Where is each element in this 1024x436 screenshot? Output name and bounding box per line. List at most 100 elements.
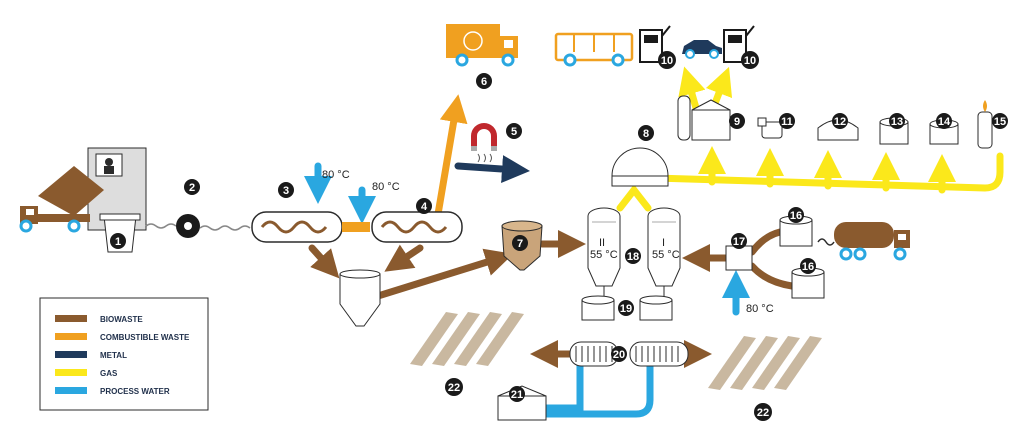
legend-item-process-water: PROCESS WATER bbox=[55, 387, 170, 396]
svg-text:18: 18 bbox=[627, 251, 639, 263]
digester-ii bbox=[587, 207, 621, 287]
badge-22-right: 22 bbox=[754, 403, 772, 421]
svg-text:22: 22 bbox=[757, 407, 769, 419]
svg-text:2: 2 bbox=[189, 182, 195, 194]
svg-text:10: 10 bbox=[661, 55, 673, 67]
gas-engine bbox=[757, 117, 783, 139]
process-water-lines bbox=[304, 162, 750, 418]
temp-label-3: 80 °C bbox=[746, 303, 774, 315]
svg-text:9: 9 bbox=[734, 116, 740, 128]
legend: BIOWASTE COMBUSTIBLE WASTE METAL GAS PRO… bbox=[39, 297, 209, 411]
svg-text:17: 17 bbox=[733, 236, 745, 248]
svg-text:METAL: METAL bbox=[100, 351, 127, 360]
svg-text:16: 16 bbox=[802, 261, 814, 273]
svg-text:21: 21 bbox=[511, 389, 523, 401]
digestate-pile-left bbox=[410, 312, 524, 366]
badge-4: 4 bbox=[416, 198, 432, 214]
badge-17: 17 bbox=[731, 233, 747, 249]
badge-14: 14 bbox=[936, 113, 952, 129]
reactor-i-temp: 55 °C bbox=[652, 249, 680, 261]
svg-text:4: 4 bbox=[421, 201, 428, 213]
combustible-truck bbox=[446, 24, 518, 67]
flare-stack bbox=[977, 100, 993, 149]
badge-13: 13 bbox=[889, 113, 905, 129]
gas-network bbox=[616, 66, 1004, 212]
badge-5: 5 bbox=[506, 123, 522, 139]
badge-2: 2 bbox=[184, 179, 200, 195]
bus bbox=[554, 32, 634, 67]
badge-9: 9 bbox=[729, 113, 745, 129]
badge-10-right: 10 bbox=[741, 51, 759, 69]
pulper-4 bbox=[371, 211, 463, 243]
svg-text:16: 16 bbox=[790, 210, 802, 222]
heat-exchanger bbox=[725, 245, 753, 271]
temp-label-1: 80 °C bbox=[322, 169, 350, 181]
combustible-line bbox=[432, 94, 468, 230]
svg-text:1: 1 bbox=[115, 236, 121, 248]
svg-text:8: 8 bbox=[643, 128, 649, 140]
tipper-truck bbox=[19, 166, 104, 233]
badge-3: 3 bbox=[278, 182, 294, 198]
pulper-3 bbox=[251, 211, 343, 243]
hygienisation-tank-upper bbox=[779, 215, 813, 247]
svg-text:PROCESS WATER: PROCESS WATER bbox=[100, 387, 170, 396]
digestate-pile-right bbox=[708, 336, 822, 390]
badge-19: 19 bbox=[618, 300, 634, 316]
legend-item-biowaste: BIOWASTE bbox=[55, 315, 143, 324]
svg-text:20: 20 bbox=[613, 349, 625, 361]
svg-text:7: 7 bbox=[517, 238, 523, 250]
badge-1: 1 bbox=[110, 233, 126, 249]
svg-text:15: 15 bbox=[994, 116, 1006, 128]
gas-holder-dome bbox=[611, 147, 669, 187]
badge-22-left: 22 bbox=[445, 378, 463, 396]
reactor-i-roman: I bbox=[662, 237, 665, 249]
badge-7: 7 bbox=[512, 235, 528, 251]
biowaste-lines bbox=[308, 228, 796, 368]
badge-10-left: 10 bbox=[658, 51, 676, 69]
legend-item-combustible: COMBUSTIBLE WASTE bbox=[55, 333, 190, 342]
screw-conveyor-feed bbox=[145, 223, 251, 231]
svg-text:COMBUSTIBLE WASTE: COMBUSTIBLE WASTE bbox=[100, 333, 190, 342]
badge-16-upper: 16 bbox=[788, 207, 804, 223]
svg-text:10: 10 bbox=[744, 55, 756, 67]
digester-i bbox=[647, 207, 681, 287]
buffer-tank bbox=[339, 269, 381, 327]
tanker-truck bbox=[817, 222, 910, 261]
reactor-ii-roman: II bbox=[599, 237, 605, 249]
svg-text:6: 6 bbox=[481, 76, 487, 88]
svg-text:GAS: GAS bbox=[100, 369, 118, 378]
dewatering-screws bbox=[569, 341, 689, 367]
svg-text:5: 5 bbox=[511, 126, 517, 138]
badge-11: 11 bbox=[779, 113, 795, 129]
legend-item-metal: METAL bbox=[55, 351, 127, 360]
svg-text:19: 19 bbox=[620, 303, 632, 315]
badge-15: 15 bbox=[992, 113, 1008, 129]
badge-8: 8 bbox=[638, 125, 654, 141]
badge-18: 18 bbox=[625, 248, 641, 264]
fuel-pump-left bbox=[639, 25, 671, 63]
reactor-ii-temp: 55 °C bbox=[590, 249, 618, 261]
badge-20: 20 bbox=[611, 346, 627, 362]
svg-text:BIOWASTE: BIOWASTE bbox=[100, 315, 143, 324]
svg-text:11: 11 bbox=[781, 116, 793, 128]
fuel-pump-right bbox=[723, 25, 755, 63]
svg-text:12: 12 bbox=[834, 116, 846, 128]
badge-6: 6 bbox=[476, 73, 492, 89]
temp-label-2: 80 °C bbox=[372, 181, 400, 193]
post-storage-tanks bbox=[581, 295, 673, 321]
badge-16-lower: 16 bbox=[800, 258, 816, 274]
badge-12: 12 bbox=[832, 113, 848, 129]
svg-text:13: 13 bbox=[891, 116, 903, 128]
badge-21: 21 bbox=[509, 386, 525, 402]
svg-text:14: 14 bbox=[938, 116, 951, 128]
car bbox=[682, 40, 722, 59]
shredder-gear bbox=[176, 214, 200, 238]
metal-line bbox=[454, 155, 530, 184]
number-badges: 1 2 3 4 5 6 7 8 9 10 10 11 12 13 14 15 1… bbox=[110, 51, 1008, 421]
svg-text:3: 3 bbox=[283, 185, 289, 197]
svg-text:22: 22 bbox=[448, 382, 460, 394]
gas-upgrading-plant bbox=[677, 95, 731, 141]
pulper-connector bbox=[342, 222, 370, 232]
hydrolysis-tank bbox=[501, 220, 543, 271]
